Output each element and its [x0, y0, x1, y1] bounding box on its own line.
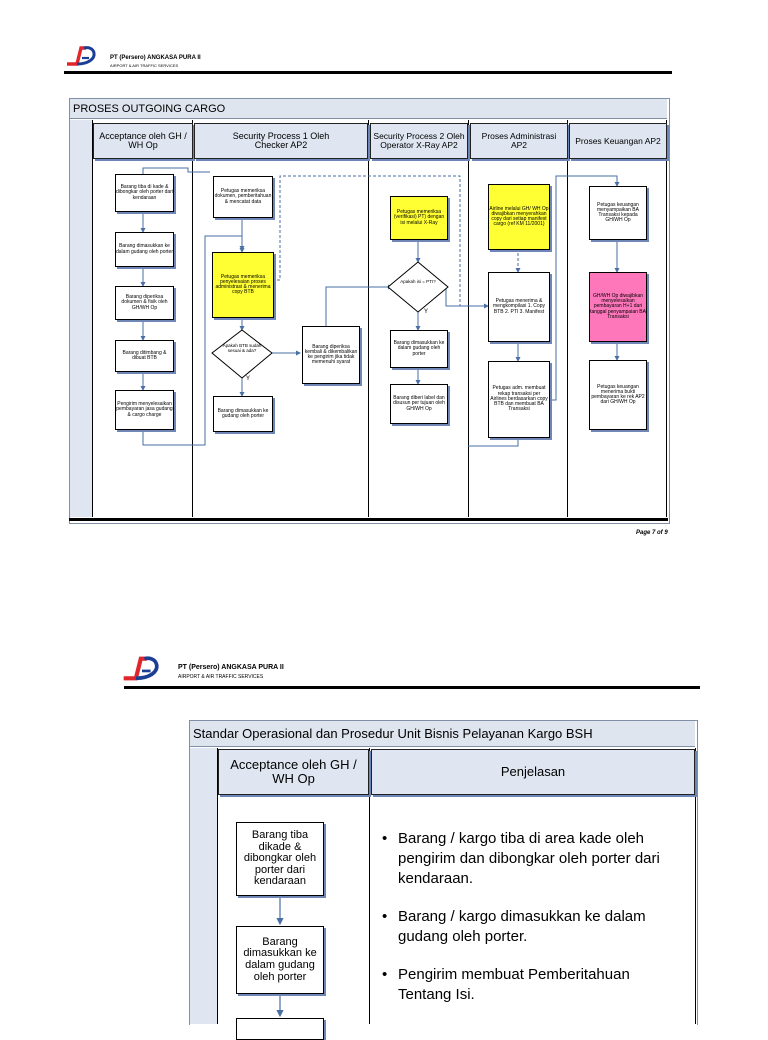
yes-label: Y: [424, 309, 429, 315]
lane-gutter: [70, 120, 93, 517]
process-box: Petugas keuangan menerima bukti pembayar…: [589, 360, 647, 430]
explanation-item: Pengirim membuat Pemberitahuan Tentang I…: [381, 965, 681, 1005]
process-box-highlight: Petugas memeriksa (verifikasi) PT) denga…: [390, 196, 448, 240]
lane-divider: [567, 120, 568, 517]
lane-header-security-2: Security Process 2 Oleh Operator X-Ray A…: [370, 123, 468, 159]
process-box: Barang diperiksa kembali & dikembalikan …: [302, 326, 360, 384]
process-box: Barang diberi label dan disusun per tuju…: [390, 384, 448, 424]
process-box: Petugas memeriksa dokumen, pemberitahuan…: [213, 176, 273, 218]
process-box: Barang dimasukkan ke gudang oleh porter: [213, 396, 273, 432]
lane-header-acceptance: Acceptance oleh GH / WH Op: [93, 123, 193, 159]
column-header-acceptance: Acceptance oleh GH / WH Op: [218, 749, 369, 795]
page-number: Page 7 of 9: [636, 530, 668, 536]
process-box: Barang dimasukkan ke dalam gudang oleh p…: [115, 232, 174, 267]
process-box: Petugas adm. membuat rekap transaksi per…: [488, 361, 550, 438]
process-box: Petugas menerima & mengkompilasi 1. Copy…: [488, 272, 550, 342]
lane-divider: [468, 120, 469, 517]
company-logo-icon: [123, 656, 159, 681]
sop-title: Standar Operasional dan Prosedur Unit Bi…: [190, 721, 695, 747]
lane-header-keuangan: Proses Keuangan AP2: [569, 123, 667, 159]
decision-label: Apakah BTB sudah sesuai & ada?: [222, 343, 262, 353]
decision-diamond-btb: [211, 329, 273, 379]
column-divider: [695, 748, 696, 1024]
lane-divider: [368, 120, 369, 517]
company-name: PT (Persero) ANGKASA PURA II: [110, 55, 201, 61]
lane-divider: [192, 120, 193, 517]
explanation-item: Barang / kargo tiba di area kade oleh pe…: [381, 829, 681, 889]
process-box: Petugas keuangan menyampaikan BA Transak…: [589, 186, 647, 240]
process-box: Barang diperiksa dokumen & fisik oleh GH…: [115, 286, 174, 320]
company-subtitle: AIRPORT & AIR TRAFFIC SERVICES: [178, 674, 264, 680]
diagram-bottom-rule: [69, 518, 668, 521]
decision-label: Apakah isi = PTI?: [400, 279, 436, 284]
company-name: PT (Persero) ANGKASA PURA II: [178, 664, 284, 671]
process-box: Barang dimasukkan ke dalam gudang oleh p…: [390, 330, 448, 368]
lane-divider: [666, 120, 667, 517]
company-subtitle: AIRPORT & AIR TRAFFIC SERVICES: [110, 63, 179, 68]
yes-label: Y: [246, 376, 251, 382]
lane-header-administrasi: Proses Administrasi AP2: [470, 123, 568, 159]
explanation-item: Barang / kargo dimasukkan ke dalam gudan…: [381, 907, 681, 947]
process-box-highlight: Petugas memeriksa penyelesaian proses ad…: [212, 252, 274, 318]
process-box: Barang dimasukkan ke dalam gudang oleh p…: [236, 926, 324, 994]
column-header-penjelasan: Penjelasan: [371, 749, 695, 795]
column-divider: [369, 748, 370, 1024]
process-box: Pengirim menyelesaikan pembayaran jasa g…: [115, 390, 174, 430]
process-box: [236, 1018, 324, 1040]
process-box: Barang tiba dikade & dibongkar oleh port…: [236, 822, 324, 896]
header-rule: [64, 71, 672, 74]
lane-gutter: [190, 748, 218, 1024]
process-box: Barang tiba di kade & dibongkar oleh por…: [115, 174, 174, 212]
diagram-title: PROSES OUTGOING CARGO: [70, 99, 667, 119]
lane-header-security-1: Security Process 1 Oleh Checker AP2: [194, 123, 368, 159]
company-logo-icon: [67, 46, 96, 66]
process-box-highlight: GH/WH Op diwajibkan menyelesaikan pembay…: [589, 272, 647, 342]
process-box-highlight: Airline melalui GH/ WH Op diwajibkan men…: [488, 184, 550, 250]
decision-diamond-pti: [387, 261, 449, 313]
process-box: Barang ditimbang & dibuat BTB: [115, 340, 174, 372]
explanation-list: Barang / kargo tiba di area kade oleh pe…: [381, 829, 681, 1023]
header-rule: [124, 686, 700, 689]
